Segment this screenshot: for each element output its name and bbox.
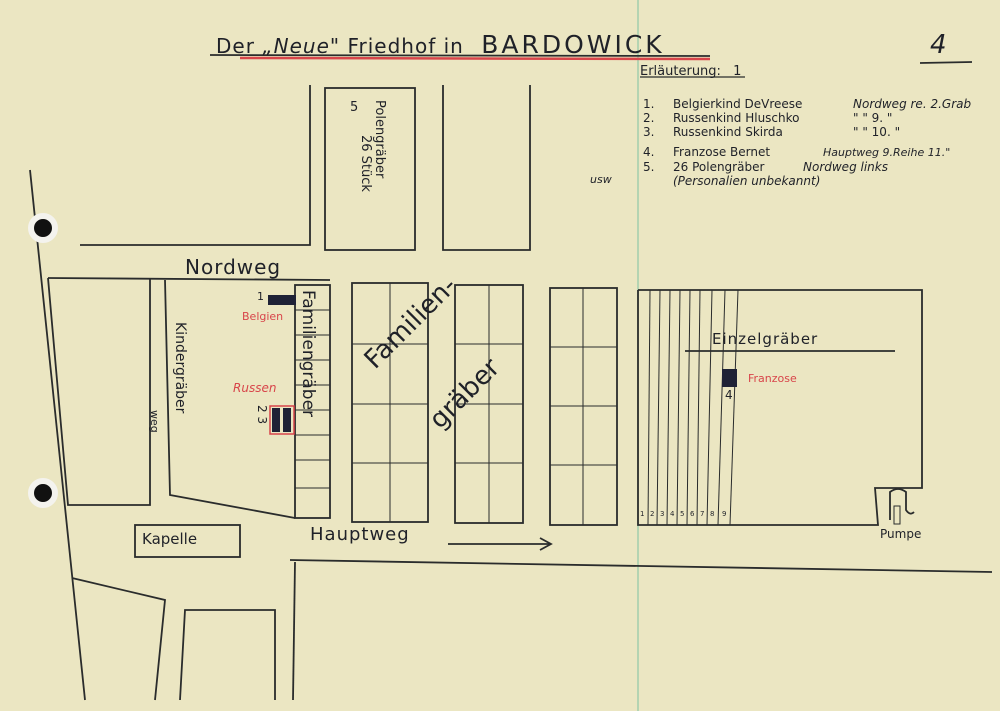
row-number: 5 bbox=[680, 510, 685, 518]
row-numbers: 1 2 3 4 5 6 7 8 9 bbox=[640, 510, 734, 518]
pump-icon bbox=[889, 488, 915, 520]
punch-hole bbox=[28, 478, 58, 508]
grave-23-number: 2 3 bbox=[255, 405, 269, 425]
row-number: 2 bbox=[650, 510, 655, 518]
row-number: 3 bbox=[660, 510, 665, 518]
pumpe-label: Pumpe bbox=[880, 527, 922, 541]
legend-side-note: usw bbox=[590, 173, 612, 186]
einzelgraeber-label: Einzelgräber bbox=[712, 330, 819, 348]
polen-count: 26 Stück bbox=[358, 135, 373, 192]
einzelgraeber-outline bbox=[637, 289, 923, 526]
punch-hole bbox=[28, 213, 58, 243]
row-number: 6 bbox=[690, 510, 695, 518]
row-number: 1 bbox=[640, 510, 645, 518]
page-number: 4 bbox=[930, 30, 947, 60]
legend-item: 2.Russenkind Hluschko" " 9. " bbox=[643, 111, 893, 125]
russen-label: Russen bbox=[233, 381, 277, 395]
page-title: Der „Neue" Friedhof in BARDOWICK bbox=[216, 30, 665, 59]
franzose-label: Franzose bbox=[748, 372, 797, 385]
polen-label: Polengräber bbox=[372, 100, 387, 179]
polen-number: 5 bbox=[350, 100, 359, 115]
grave-4-marker bbox=[722, 369, 737, 387]
row-number: 4 bbox=[670, 510, 675, 518]
row-number: 9 bbox=[722, 510, 727, 518]
row-number: 7 bbox=[700, 510, 705, 518]
legend-item-note: (Personalien unbekannt) bbox=[673, 174, 821, 188]
hauptweg-line bbox=[289, 559, 993, 573]
kapelle-label: Kapelle bbox=[142, 530, 198, 548]
grave-4-number: 4 bbox=[725, 388, 733, 402]
weg-label: weg bbox=[148, 410, 161, 433]
familiengraeber-column-label: Familiengräber bbox=[298, 290, 318, 418]
grave-2-marker bbox=[272, 408, 280, 432]
grave-3-marker bbox=[283, 408, 291, 432]
nordweg-label: Nordweg bbox=[185, 255, 282, 279]
legend-item: 3.Russenkind Skirda" " 10. " bbox=[643, 125, 901, 139]
nordweg-line bbox=[47, 277, 331, 281]
left-boundary bbox=[29, 169, 86, 701]
grave-1-number: 1 bbox=[257, 290, 264, 303]
hauptweg-label: Hauptweg bbox=[310, 524, 410, 545]
grave-1-marker bbox=[268, 295, 296, 305]
legend-heading: Erläuterung: 1 bbox=[640, 64, 742, 79]
row-number: 8 bbox=[710, 510, 715, 518]
kindergraeber-label: Kindergräber bbox=[172, 322, 188, 414]
title-underline bbox=[209, 54, 711, 57]
belgien-label: Belgien bbox=[242, 310, 284, 323]
title-red-underline bbox=[239, 56, 711, 61]
kapelle-box bbox=[134, 524, 241, 558]
